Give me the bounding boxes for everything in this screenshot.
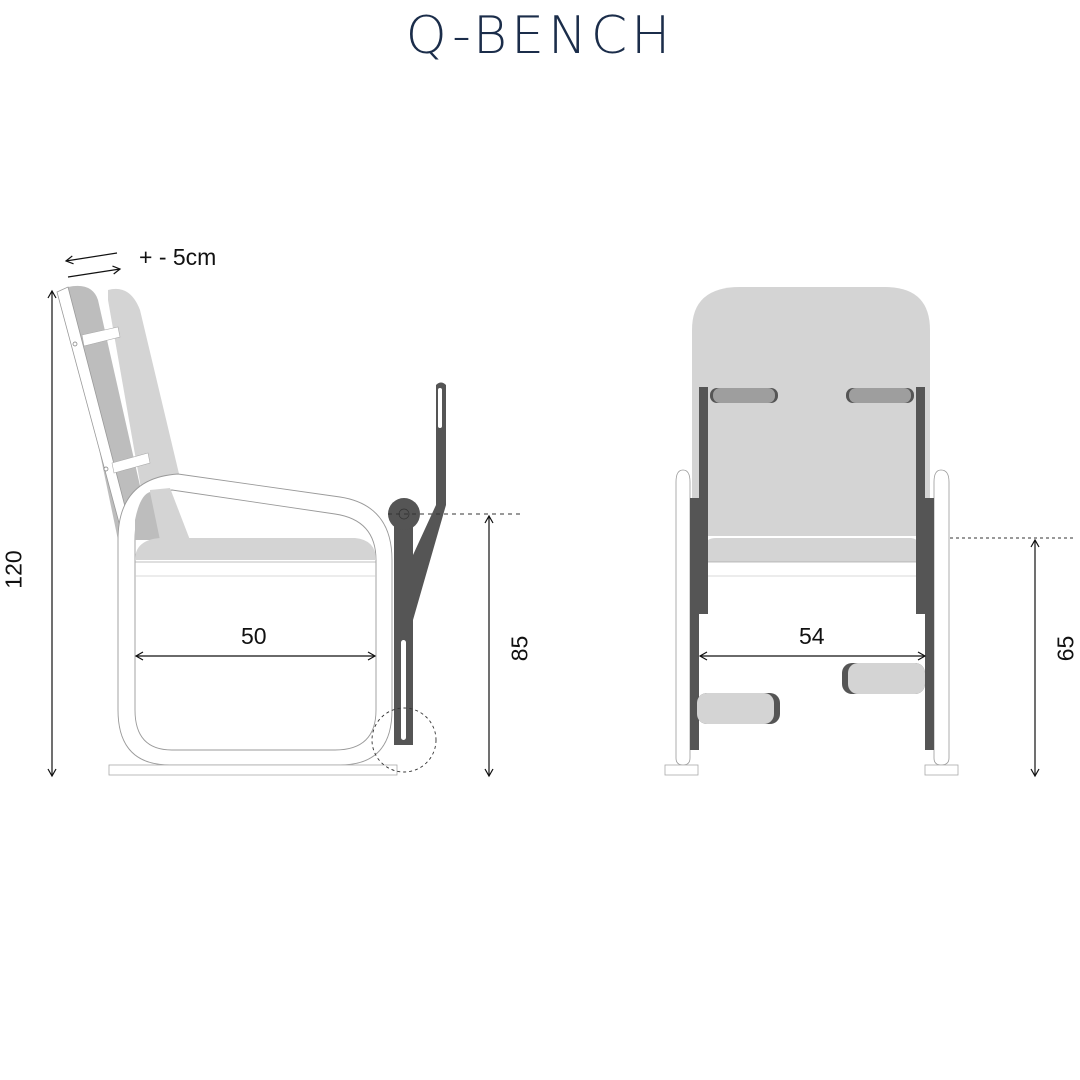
front-back-cushion bbox=[692, 287, 930, 536]
armrest-height-label: 85 bbox=[506, 635, 533, 662]
front-view bbox=[664, 287, 1075, 778]
base-plate bbox=[108, 764, 398, 776]
product-title: Q-BENCH bbox=[405, 6, 675, 66]
front-leg-right bbox=[933, 469, 950, 766]
detail-circle bbox=[371, 707, 437, 773]
adjust-arrows-icon bbox=[64, 252, 122, 278]
adjust-label: + - 5cm bbox=[139, 244, 217, 270]
lift-arm bbox=[388, 382, 446, 745]
front-leg-left bbox=[675, 469, 691, 766]
seat-cushion bbox=[135, 538, 376, 560]
side-view bbox=[47, 252, 522, 778]
height-label: 120 bbox=[0, 550, 27, 589]
seat-depth-label: 50 bbox=[241, 623, 267, 649]
seat-width-label: 54 bbox=[799, 623, 825, 649]
seat-height-label: 65 bbox=[1052, 635, 1079, 662]
